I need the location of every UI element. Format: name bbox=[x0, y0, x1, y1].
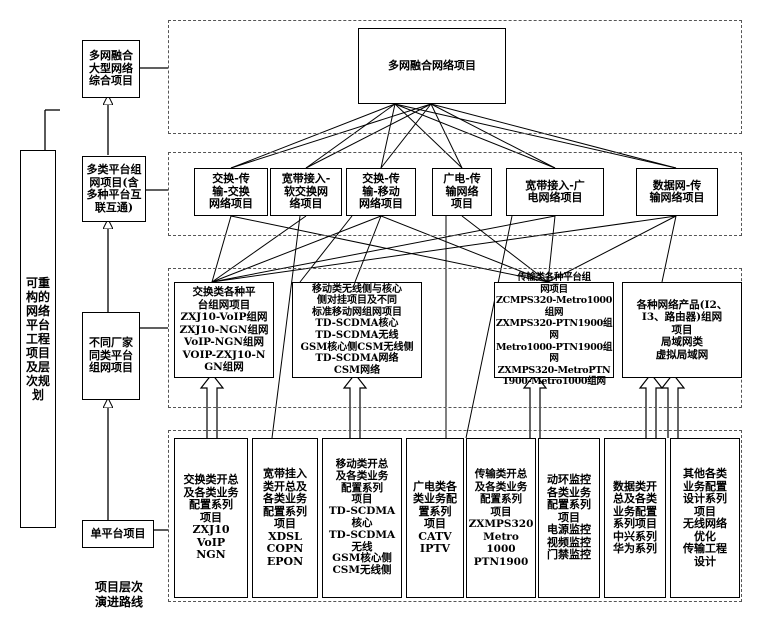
band-multi-platform bbox=[168, 152, 742, 236]
datanet-transport-project: 数据网-传 输网络项目 bbox=[636, 168, 718, 216]
transport-platform-networking-projects: 传输类各种平台组 网项目 ZCMPS320-Metro1000 组网 ZXMPS… bbox=[494, 272, 614, 388]
level-multi-network: 多网融合 大型网络 综合项目 bbox=[82, 40, 140, 98]
band-single-platform bbox=[168, 430, 742, 602]
broadband-softswitch-project: 宽带接入- 软交换网 络项目 bbox=[270, 168, 342, 216]
monitor-config-series: 动环监控 各类业务 配置系列 项目 电源监控 视频监控 门禁监控 bbox=[538, 438, 600, 598]
switch-platform-networking-projects: 交换类各种平 台组网项目 ZXJ10-VoIP组网 ZXJ10-NGN组网 Vo… bbox=[174, 282, 274, 378]
evolution-path-caption: 项目层次 演进路线 bbox=[94, 580, 143, 609]
datanet-config-series: 数据类开 总及各类 业务配置 系列项目 中兴系列 华为系列 bbox=[604, 438, 666, 598]
mobile-platform-networking-projects: 移动类无线侧与核心 侧对挂项目及不同 标准移动网组网项目 TD-SCDMA核心 … bbox=[292, 282, 422, 378]
switch-transport-mobile-project: 交换-传 输-移动 网络项目 bbox=[346, 168, 416, 216]
mobile-config-series: 移动类开总 及各类业务 配置系列 项目 TD-SCDMA 核心 TD-SCDMA… bbox=[322, 438, 402, 598]
level-multi-platform: 多类平台组 网项目(含 多种平台互 联互通) bbox=[82, 156, 146, 222]
broadband-broadcast-project: 宽带接入-广 电网络项目 bbox=[506, 168, 604, 216]
transport-config-series: 传输类开总 及各类业务 配置系列 项目 ZXMPS320 Metro 1000 … bbox=[466, 438, 536, 598]
level-single-platform: 单平台项目 bbox=[82, 520, 154, 548]
broadband-config-series: 宽带挂入 类开总及 各类业务 配置系列 项目 XDSL COPN EPON bbox=[252, 438, 318, 598]
fusion-network-project: 多网融合网络项目 bbox=[358, 28, 506, 104]
switch-config-series: 交换类开总 及各类业务 配置系列 项目 ZXJ10 VoIP NGN bbox=[174, 438, 248, 598]
broadcast-transport-project: 广电-传 输网络 项目 bbox=[432, 168, 492, 216]
band-multi-network bbox=[168, 20, 742, 134]
network-products-networking-projects: 各种网络产品(I2、 I3、路由器)组网 项目 局域网类 虚拟局域网 bbox=[622, 282, 742, 378]
other-config-series: 其他各类 业务配置 设计系列 项目 无线网络 优化 传输工程 设计 bbox=[670, 438, 740, 598]
level-vendor-platform: 不同厂家 同类平台 组网项目 bbox=[82, 312, 140, 400]
switch-transport-switch-project: 交换-传 输-交换 网络项目 bbox=[194, 168, 268, 216]
broadcast-config-series: 广电类各 类业务配 置系列 项目 CATV IPTV bbox=[406, 438, 464, 598]
roadmap-label: 可重 构的 网络 平台 工程 项目 及层 次规 划 bbox=[20, 150, 56, 528]
